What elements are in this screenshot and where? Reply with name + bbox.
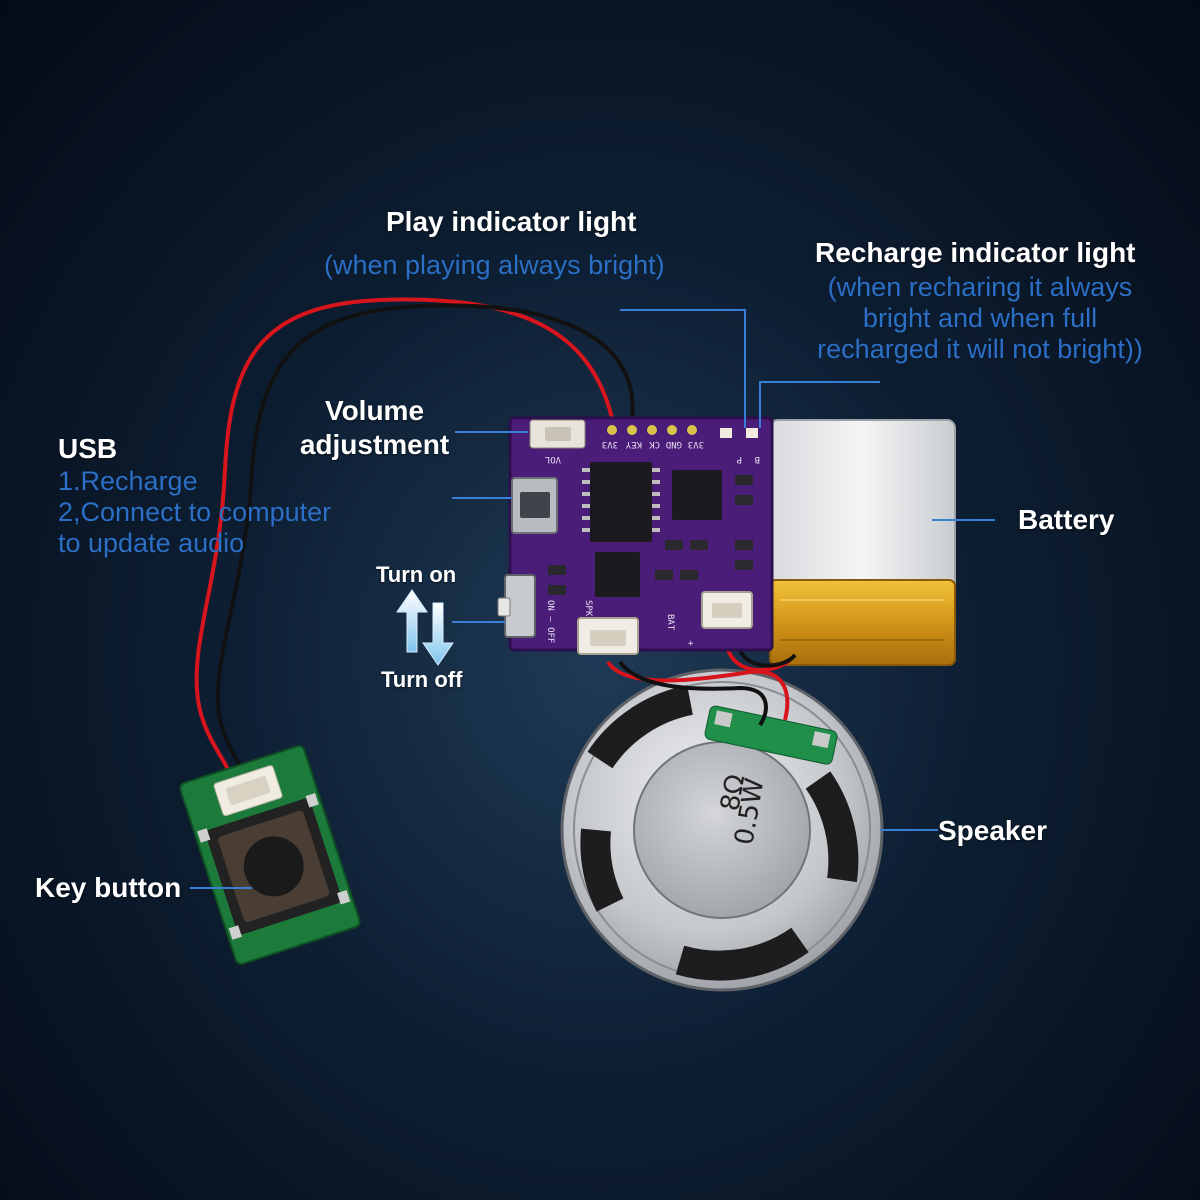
main-board: 3V3 KEY CK GND 3V3 P B VOL ON — OFF SPK … — [497, 416, 774, 655]
speaker-wire-black — [618, 660, 768, 727]
volume-label: Volume adjustment — [292, 394, 457, 462]
usb-title: USB — [58, 433, 118, 464]
silk-plus: + — [688, 639, 694, 649]
recharge-note-line-2: bright and when full — [862, 303, 1098, 333]
turn-on-label: Turn on — [376, 562, 457, 587]
play-indicator-note: (when playing always bright) — [324, 250, 665, 280]
play-indicator-title: Play indicator light — [386, 206, 637, 237]
recharge-note-line-1: (when recharing it always — [827, 272, 1133, 302]
silk-bat: BAT — [665, 614, 675, 631]
speaker-label: Speaker — [938, 815, 1047, 846]
speaker-wire-red — [606, 660, 790, 721]
key-button-label: Key button — [35, 872, 182, 903]
recharge-note-line-3: recharged it will not bright)) — [817, 334, 1143, 364]
up-down-arrow-icon — [396, 589, 454, 666]
black-wire — [215, 303, 635, 771]
speaker-marking-ohm: 8Ω — [715, 772, 751, 813]
recharge-indicator-title: Recharge indicator light — [815, 237, 1136, 268]
silk-spk: SPK — [583, 600, 593, 617]
volume-label-line-2: adjustment — [299, 429, 450, 460]
leader-lines — [190, 309, 995, 889]
battery-label: Battery — [1018, 504, 1115, 535]
volume-label-line-1: Volume — [324, 395, 425, 426]
silk-pin-3v3-2: 3V3 — [688, 439, 704, 449]
silk-pin-3v3: 3V3 — [602, 439, 618, 449]
usb-note-line-1: 1.Recharge — [58, 466, 198, 496]
silk-on-off: ON — OFF — [545, 600, 555, 643]
usb-note-line-3: to update audio — [58, 528, 245, 558]
play-indicator-led — [720, 428, 732, 438]
usb-note-line-2: 2,Connect to computer — [58, 497, 332, 527]
battery — [769, 419, 956, 666]
silk-pin-ck: CK — [649, 439, 660, 449]
speaker: 8Ω 0.5W — [560, 668, 884, 992]
silk-pin-p: P — [736, 454, 742, 464]
red-wire — [194, 297, 614, 771]
silk-pin-gnd: GND — [666, 439, 682, 449]
recharge-indicator-led — [746, 428, 758, 438]
usb-notes: 1.Recharge 2,Connect to computer to upda… — [58, 466, 331, 559]
silk-vol: VOL — [545, 454, 561, 464]
turn-off-label: Turn off — [381, 667, 463, 692]
silk-pin-key: KEY — [625, 439, 642, 449]
silk-pin-b: B — [755, 454, 760, 464]
key-button-board — [179, 745, 361, 965]
recharge-indicator-note: (when recharing it always bright and whe… — [780, 272, 1180, 365]
